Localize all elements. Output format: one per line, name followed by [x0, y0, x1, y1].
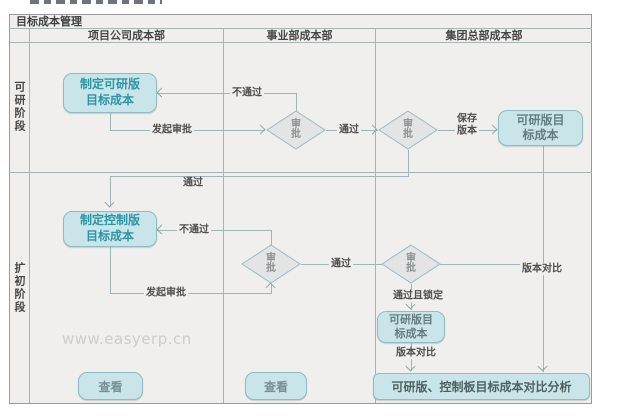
diamond-shape	[266, 110, 326, 150]
lane-divider	[9, 172, 592, 173]
column-header-business-unit: 事业部成本部	[266, 29, 333, 42]
connector	[110, 113, 111, 131]
edge-label-passed-2: 通过	[329, 258, 353, 270]
connector	[157, 93, 297, 94]
connector	[110, 176, 409, 177]
edge-label-initiate-approval-2: 发起审批	[144, 287, 188, 299]
view-button-business-unit[interactable]: 查看	[245, 372, 307, 400]
edge-label-passed-to-phase2: 通过	[181, 177, 205, 189]
column-header-group-hq: 集团总部成本部	[445, 29, 523, 42]
approval-label: 审 批	[291, 118, 301, 140]
node-feasibility-version-cost-2[interactable]: 可研版目 标成本	[377, 311, 445, 343]
node-approval-diamond-3: 审 批	[241, 244, 301, 284]
header-divider	[9, 42, 592, 43]
label-column-divider	[29, 28, 30, 403]
edge-label-rejected-2: 不通过	[177, 224, 211, 236]
edge-label-save-version: 保存 版本	[455, 113, 479, 137]
view-button-project-company[interactable]: 查看	[78, 372, 143, 400]
connector	[543, 146, 544, 372]
node-feasibility-version-cost-1[interactable]: 可研版目 标成本	[498, 110, 583, 146]
column-divider-1	[223, 28, 224, 403]
connector	[408, 150, 409, 177]
node-make-control-target-cost[interactable]: 制定控制版 目标成本	[63, 211, 157, 247]
edge-label-initiate-approval-1: 发起审批	[150, 124, 194, 136]
lane-label-feasibility-phase: 可研阶段	[13, 81, 26, 133]
lane-label-preliminary-phase: 扩初阶段	[13, 261, 26, 314]
cropped-text-artifact	[30, 0, 162, 4]
diamond-shape	[381, 244, 441, 284]
node-approval-diamond-2: 审 批	[378, 110, 438, 150]
connector	[271, 284, 272, 294]
watermark: www.easyerp.cn	[62, 330, 192, 348]
connector	[440, 264, 543, 265]
node-approval-diamond-4: 审 批	[381, 244, 441, 284]
connector	[271, 230, 272, 245]
connector	[157, 230, 272, 231]
connector	[110, 176, 111, 207]
approval-label: 审 批	[403, 118, 413, 140]
connector	[110, 293, 272, 294]
connector	[110, 247, 111, 293]
diamond-shape	[241, 244, 301, 284]
column-header-project-company: 项目公司成本部	[88, 29, 165, 42]
edge-label-version-compare-right: 版本对比	[520, 263, 564, 275]
node-compare-analysis[interactable]: 可研版、控制板目标成本对比分析	[373, 373, 590, 400]
edge-label-rejected-1: 不通过	[230, 87, 264, 99]
edge-label-version-compare-bottom: 版本对比	[394, 347, 438, 359]
approval-label: 审 批	[266, 252, 276, 274]
edge-label-passed-1: 通过	[337, 124, 361, 136]
title-divider	[9, 28, 592, 29]
connector	[296, 93, 297, 111]
diagram-title: 目标成本管理	[16, 15, 82, 28]
edge-label-passed-and-locked: 通过且锁定	[391, 290, 445, 302]
approval-label: 审 批	[406, 252, 416, 274]
column-divider-2	[375, 28, 376, 403]
node-make-feasibility-target-cost[interactable]: 制定可研版 目标成本	[63, 73, 157, 113]
diamond-shape	[378, 110, 438, 150]
node-approval-diamond-1: 审 批	[266, 110, 326, 150]
